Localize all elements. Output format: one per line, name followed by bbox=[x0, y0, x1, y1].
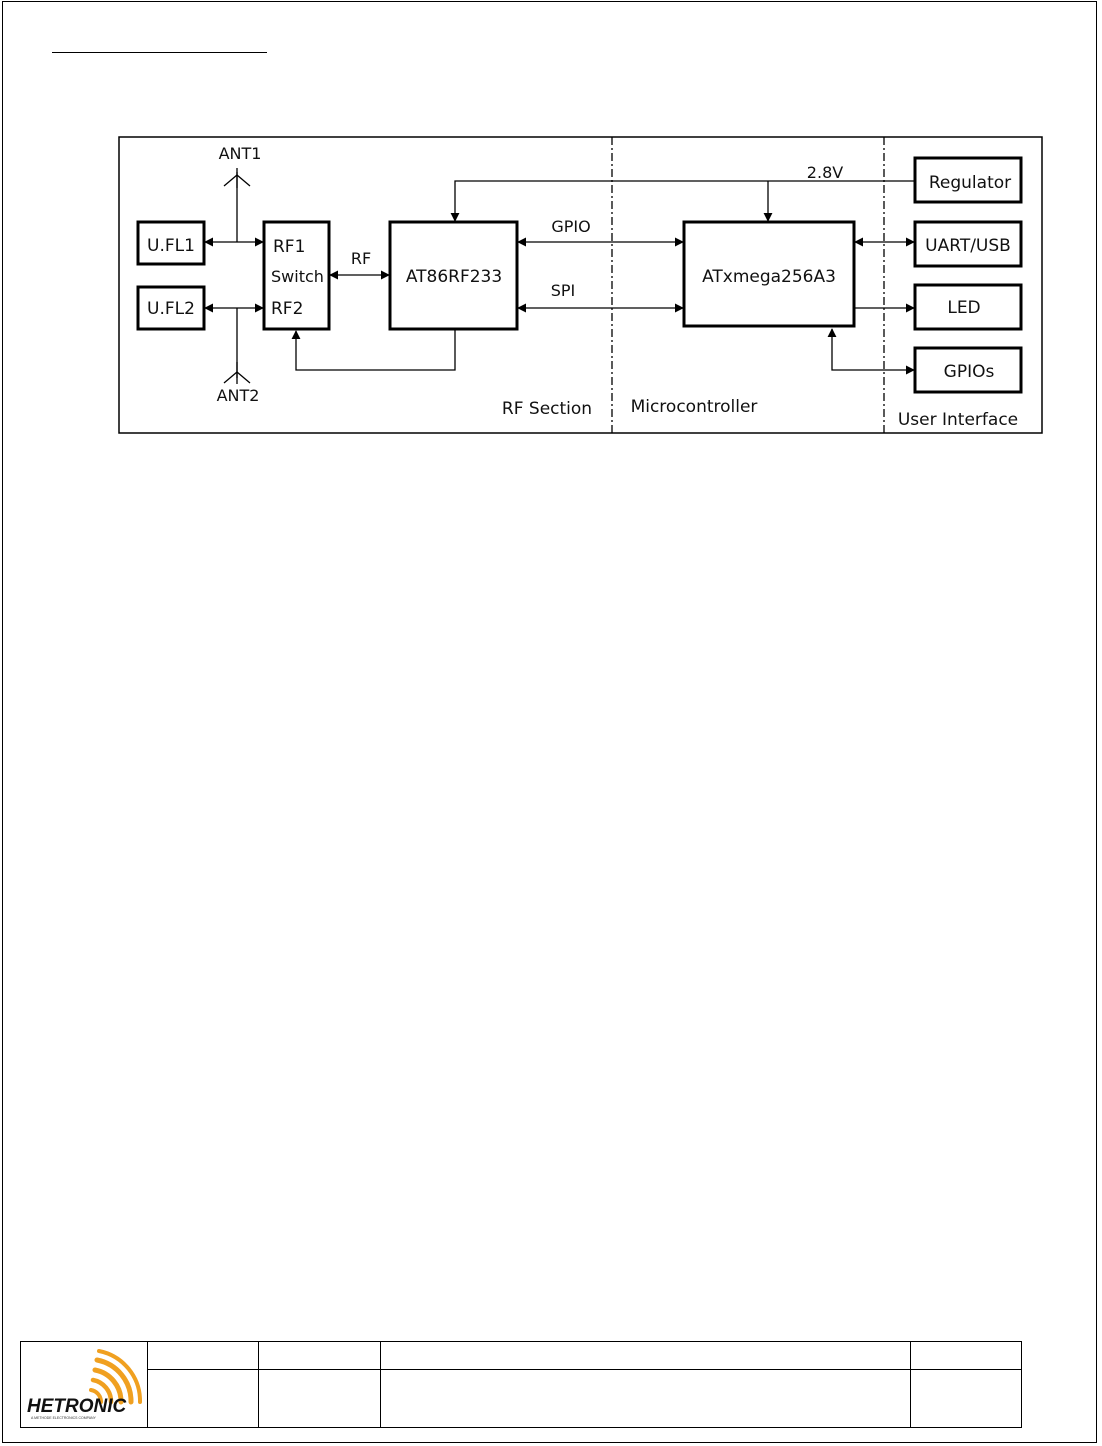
rf-section-label: RF Section bbox=[502, 399, 592, 419]
signal-waves-icon bbox=[91, 1351, 140, 1402]
logo-tagline: A METHODE ELECTRONICS COMPANY bbox=[31, 1416, 97, 1420]
switch-name-label: Switch bbox=[271, 267, 324, 286]
mcu-label: ATxmega256A3 bbox=[702, 267, 836, 287]
switch-rf1-label: RF1 bbox=[273, 237, 305, 257]
ant2-label: ANT2 bbox=[217, 386, 260, 405]
footer-cell-2 bbox=[259, 1342, 381, 1370]
footer-cell-6 bbox=[259, 1370, 381, 1428]
footer-cell-8 bbox=[911, 1370, 1022, 1428]
ufl1-label: U.FL1 bbox=[147, 236, 195, 256]
voltage-label: 2.8V bbox=[807, 163, 843, 182]
transceiver-label: AT86RF233 bbox=[406, 267, 502, 287]
footer-cell-3 bbox=[381, 1342, 911, 1370]
logo-cell: HETRONIC A METHODE ELECTRONICS COMPANY bbox=[21, 1342, 148, 1428]
footer-cell-7 bbox=[381, 1370, 911, 1428]
spi-signal-label: SPI bbox=[551, 281, 576, 300]
footer-cell-4 bbox=[911, 1342, 1022, 1370]
mcu-gpios-link bbox=[832, 329, 914, 370]
ant1-label: ANT1 bbox=[219, 144, 262, 163]
footer-cell-1 bbox=[148, 1342, 259, 1370]
uart-usb-label: UART/USB bbox=[925, 236, 1011, 256]
ufl2-label: U.FL2 bbox=[147, 299, 195, 319]
rf-signal-label: RF bbox=[351, 249, 371, 268]
footer-cell-5 bbox=[148, 1370, 259, 1428]
gpio-signal-label: GPIO bbox=[551, 217, 590, 236]
mcu-section-label: Microcontroller bbox=[631, 397, 758, 417]
gpios-label: GPIOs bbox=[944, 362, 995, 382]
led-label: LED bbox=[947, 298, 980, 318]
switch-rf2-label: RF2 bbox=[271, 299, 303, 319]
footer-title-block: HETRONIC A METHODE ELECTRONICS COMPANY bbox=[20, 1341, 1022, 1428]
hetronic-logo: HETRONIC A METHODE ELECTRONICS COMPANY bbox=[21, 1342, 147, 1423]
regulator-label: Regulator bbox=[929, 173, 1011, 193]
logo-wordmark: HETRONIC bbox=[27, 1396, 127, 1417]
transceiver-switch-control bbox=[296, 330, 455, 370]
ant1-antenna-icon bbox=[224, 168, 250, 242]
ant2-antenna-icon bbox=[224, 308, 250, 384]
ui-section-label: User Interface bbox=[898, 410, 1018, 430]
supply-rail bbox=[455, 181, 915, 221]
